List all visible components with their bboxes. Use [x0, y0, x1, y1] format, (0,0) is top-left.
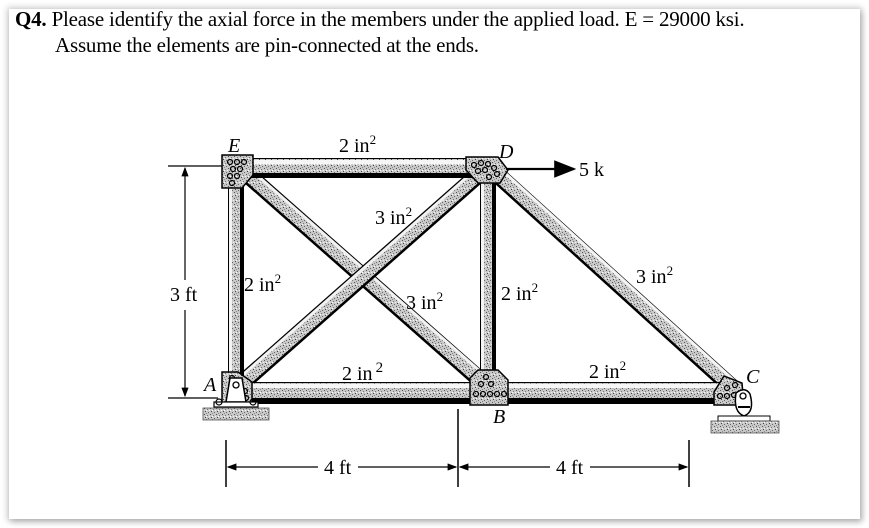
question-line-2: Assume the elements are pin-connected at… — [55, 33, 479, 58]
member-AB — [240, 382, 490, 404]
joint-label-E: E — [227, 135, 240, 157]
joint-B — [469, 369, 509, 406]
pin-support-A — [202, 377, 270, 421]
question-text-1: Please identify the axial force in the m… — [51, 7, 745, 31]
member-DC — [484, 161, 741, 397]
area-label-BC: 2 in2 — [589, 358, 626, 383]
area-label-ED: 2 in2 — [339, 132, 376, 157]
joint-label-C: C — [746, 366, 760, 388]
svg-text:2 in2: 2 in2 — [589, 358, 626, 383]
svg-text:3 in2: 3 in2 — [406, 289, 443, 314]
member-ED — [240, 158, 490, 178]
svg-text:3 in2: 3 in2 — [636, 263, 673, 288]
svg-text:2 in2: 2 in2 — [244, 271, 281, 296]
question-line-1: Q4. Please identify the axial force in t… — [15, 7, 745, 32]
span-label-BC: 4 ft — [556, 457, 584, 479]
span-label-AB: 4 ft — [324, 457, 352, 479]
rocker-support-C — [710, 389, 780, 434]
area-label-AD: 3 in2 — [375, 204, 412, 229]
joint-D — [465, 156, 509, 184]
area-label-EB: 3 in2 — [406, 289, 443, 314]
area-label-DB: 2 in2 — [501, 280, 538, 305]
joint-label-D: D — [498, 141, 514, 163]
area-label-EA: 2 in2 — [244, 271, 281, 296]
joint-label-A: A — [202, 374, 217, 396]
load-label: 5 k — [579, 159, 604, 181]
height-dimension — [168, 165, 222, 399]
member-EA — [228, 168, 244, 388]
joint-label-B: B — [493, 406, 505, 428]
member-BC — [490, 382, 735, 404]
height-label: 3 ft — [170, 284, 198, 306]
joint-E — [221, 154, 254, 189]
member-AD — [234, 161, 492, 392]
member-DB — [480, 178, 496, 388]
svg-text:2 in2: 2 in2 — [501, 280, 538, 305]
svg-text:2 in2: 2 in2 — [339, 132, 376, 157]
svg-text:3 in2: 3 in2 — [375, 204, 412, 229]
question-card — [9, 9, 860, 519]
area-label-DC: 3 in2 — [636, 263, 673, 288]
question-text-2: Assume the elements are pin-connected at… — [55, 33, 479, 57]
question-number: Q4. — [15, 7, 47, 31]
svg-text:2 in2: 2 in2 — [342, 360, 383, 385]
span-dimensions — [225, 409, 690, 487]
